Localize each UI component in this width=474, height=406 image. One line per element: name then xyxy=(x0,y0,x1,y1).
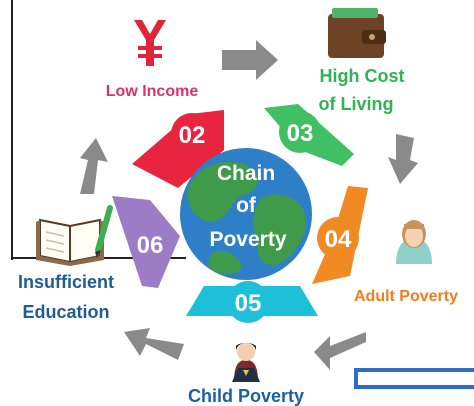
globe: Chain of Poverty xyxy=(180,148,312,280)
badge-02: 02 xyxy=(171,113,213,155)
badge-06: 06 xyxy=(129,223,171,265)
badge-05: 05 xyxy=(227,281,269,323)
arrow-right-lower xyxy=(314,332,366,370)
label-insufficient: Insufficient xyxy=(18,272,114,292)
center-title-line2: of xyxy=(236,194,257,217)
badge-05-number: 05 xyxy=(235,290,262,317)
badge-04-number: 04 xyxy=(325,226,352,253)
book-pencil-icon xyxy=(36,205,113,266)
center-title-line3: Poverty xyxy=(209,228,286,251)
label-adult-poverty: Adult Poverty xyxy=(354,288,458,305)
globe-land-a xyxy=(187,161,258,222)
adult-woman-icon xyxy=(396,220,432,264)
arrow-top xyxy=(222,40,278,80)
arrow-right-upper xyxy=(388,134,418,184)
label-high-cost-line1: High Cost xyxy=(320,66,405,86)
wallet-icon xyxy=(328,8,386,58)
badge-03: 03 xyxy=(279,111,321,153)
badge-03-number: 03 xyxy=(287,120,314,147)
globe-land-b xyxy=(252,194,306,266)
yen-icon xyxy=(134,20,166,66)
badge-04: 04 xyxy=(317,217,359,259)
arrow-bottom-left xyxy=(124,328,184,360)
label-low-income: Low Income xyxy=(106,83,199,100)
highlight-box xyxy=(354,368,474,389)
badge-06-number: 06 xyxy=(137,232,164,259)
globe-land-c xyxy=(208,250,242,275)
label-child-poverty: Child Poverty xyxy=(188,386,304,406)
badge-02-number: 02 xyxy=(179,122,206,149)
center-title-line1: Chain xyxy=(217,162,275,185)
label-high-cost-line2: of Living xyxy=(319,94,394,114)
label-education: Education xyxy=(22,302,109,322)
child-hero-icon xyxy=(232,343,260,382)
cycle-arrows xyxy=(80,40,418,370)
arrow-left xyxy=(80,138,108,194)
